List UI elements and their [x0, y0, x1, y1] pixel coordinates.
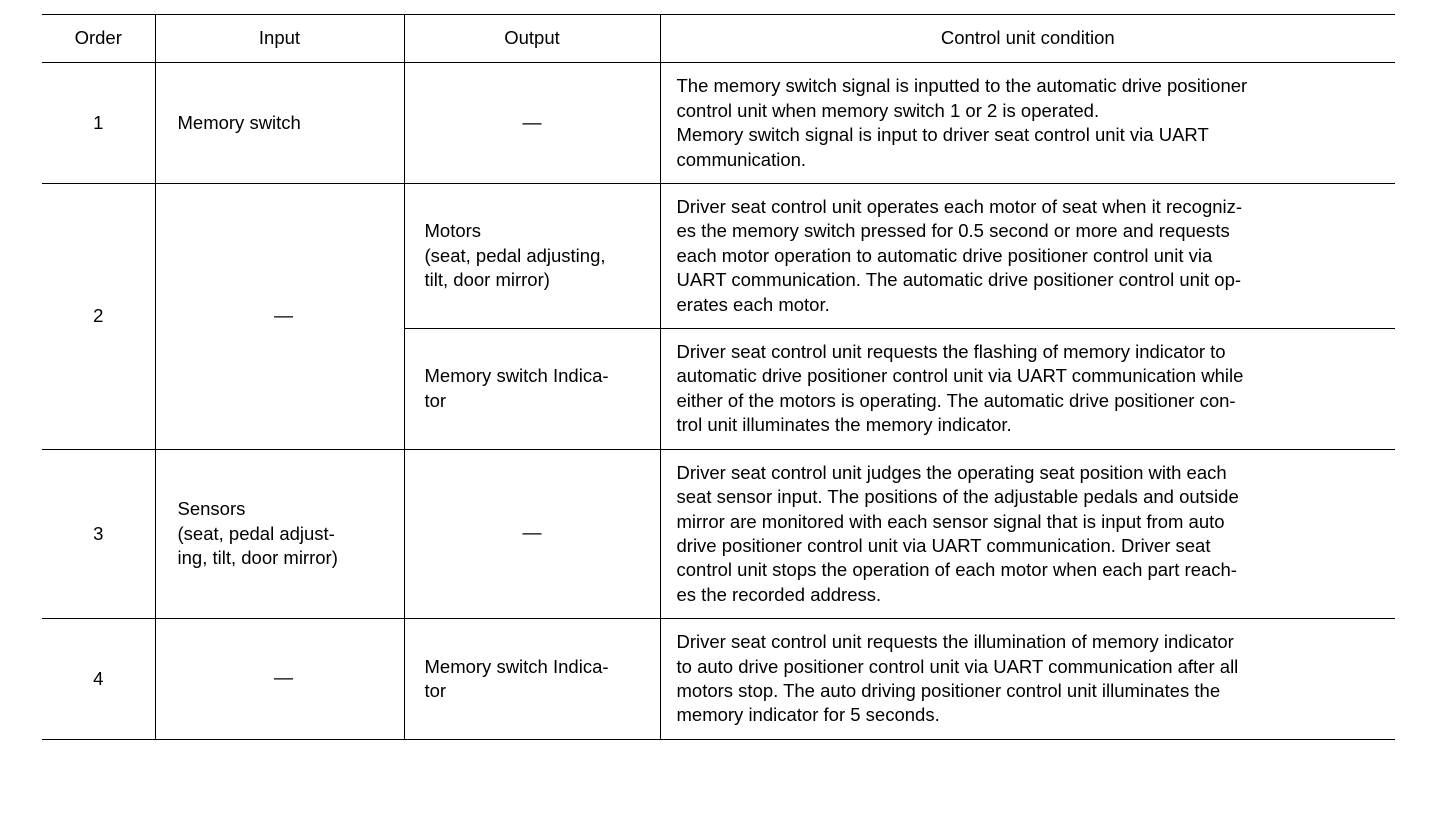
input-text: Sensors (seat, pedal adjust- ing, tilt, … — [156, 488, 404, 579]
output-text: Motors (seat, pedal adjusting, tilt, doo… — [405, 210, 660, 301]
condition-line: trol unit illuminates the memory indicat… — [676, 414, 1012, 436]
cell-condition: The memory switch signal is inputted to … — [659, 62, 1396, 185]
condition-text: Driver seat control unit requests the il… — [661, 619, 1396, 739]
output-text: Memory switch Indica- tor — [405, 355, 660, 422]
cell-output: — — [403, 448, 661, 620]
input-line: ing, tilt, door mirror) — [177, 547, 338, 569]
output-line: tor — [424, 679, 447, 701]
cell-condition: Driver seat control unit requests the il… — [659, 618, 1396, 740]
condition-line: Driver seat control unit requests the fl… — [676, 341, 1226, 363]
condition-line: to auto drive positioner control unit vi… — [676, 655, 1239, 677]
output-line: tor — [424, 389, 447, 411]
output-line: Motors — [424, 220, 482, 242]
output-line: tilt, door mirror) — [424, 269, 550, 291]
condition-line: UART communication. The automatic drive … — [676, 269, 1242, 291]
condition-line: Driver seat control unit requests the il… — [676, 631, 1234, 653]
cell-output: Memory switch Indica- tor — [404, 328, 661, 450]
condition-line: es the recorded address. — [676, 583, 882, 605]
input-value: — — [274, 305, 293, 327]
order-value: 3 — [93, 522, 104, 544]
output-text: Memory switch Indica- tor — [405, 646, 660, 713]
condition-line: drive positioner control unit via UART c… — [676, 534, 1211, 556]
column-header-order-label: Order — [74, 27, 122, 48]
condition-line: control unit when memory switch 1 or 2 i… — [676, 99, 1100, 121]
condition-line: motors stop. The auto driving positioner… — [676, 679, 1221, 701]
column-header-condition: Control unit condition — [659, 13, 1395, 64]
output-value: — — [522, 523, 542, 545]
condition-line: Driver seat control unit judges the oper… — [676, 461, 1227, 483]
cell-input: Memory switch — [154, 62, 405, 185]
cell-order: 2 — [42, 183, 156, 450]
column-header-order: Order — [42, 13, 156, 64]
condition-line: seat sensor input. The positions of the … — [676, 486, 1239, 508]
input-value: Memory switch — [177, 112, 301, 134]
column-header-input: Input — [154, 13, 405, 64]
output-line: (seat, pedal adjusting, — [424, 244, 606, 266]
cell-order: 3 — [42, 448, 156, 620]
column-header-input-label: Input — [258, 27, 301, 48]
condition-text: Driver seat control unit operates each m… — [661, 184, 1396, 328]
table-row: 4 — Memory switch Indica- tor Driver sea… — [42, 618, 1396, 740]
cell-order: 1 — [42, 62, 156, 185]
cell-condition: Driver seat control unit requests the fl… — [659, 328, 1396, 450]
condition-line: automatic drive positioner control unit … — [676, 365, 1244, 387]
condition-text: The memory switch signal is inputted to … — [661, 63, 1396, 183]
order-value: 4 — [93, 667, 104, 689]
cell-output: Memory switch Indica- tor — [403, 618, 661, 740]
condition-line: either of the motors is operating. The a… — [676, 389, 1236, 411]
cell-condition: Driver seat control unit operates each m… — [659, 183, 1396, 330]
output-line: Memory switch Indica- — [424, 365, 609, 387]
order-value: 1 — [93, 112, 104, 134]
table-header-row: Order Input Output Control unit conditio… — [42, 13, 1395, 64]
condition-text: Driver seat control unit requests the fl… — [661, 329, 1396, 449]
table-row: 2 — Motors (seat, pedal adjusting, tilt,… — [42, 183, 1396, 450]
input-line: Sensors — [177, 498, 246, 520]
input-line: (seat, pedal adjust- — [177, 522, 335, 544]
table-row: 3 Sensors (seat, pedal adjust- ing, tilt… — [42, 448, 1396, 620]
output-value: — — [522, 112, 542, 134]
cell-condition: Driver seat control unit judges the oper… — [659, 448, 1396, 620]
condition-line: The memory switch signal is inputted to … — [676, 75, 1248, 97]
table-row: Memory switch Indica- tor Driver seat co… — [42, 328, 1396, 450]
cell-order: 4 — [42, 618, 156, 740]
table-row: 1 Memory switch — The memory switch sign… — [42, 62, 1396, 185]
order-value: 2 — [93, 305, 104, 327]
condition-line: Driver seat control unit operates each m… — [676, 196, 1243, 218]
cell-input: — — [154, 183, 405, 450]
condition-line: communication. — [676, 148, 807, 170]
condition-line: Memory switch signal is input to driver … — [676, 124, 1209, 146]
column-header-output-label: Output — [504, 27, 560, 48]
condition-text: Driver seat control unit judges the oper… — [661, 450, 1396, 618]
cell-output: — — [403, 62, 661, 185]
control-sequence-table: Order Input Output Control unit conditio… — [42, 13, 1396, 740]
cell-input: — — [154, 618, 405, 740]
cell-input: Sensors (seat, pedal adjust- ing, tilt, … — [154, 448, 405, 620]
spec-table-container: Order Input Output Control unit conditio… — [42, 13, 1396, 740]
column-header-output: Output — [403, 13, 661, 64]
output-line: Memory switch Indica- — [424, 655, 609, 677]
condition-line: mirror are monitored with each sensor si… — [676, 510, 1225, 532]
condition-line: erates each motor. — [676, 293, 830, 315]
input-value: — — [274, 668, 293, 690]
condition-line: memory indicator for 5 seconds. — [676, 704, 940, 726]
condition-line: control unit stops the operation of each… — [676, 559, 1237, 581]
column-header-condition-label: Control unit condition — [940, 27, 1115, 48]
condition-line: each motor operation to automatic drive … — [676, 244, 1213, 266]
condition-line: es the memory switch pressed for 0.5 sec… — [676, 220, 1230, 242]
cell-output: Motors (seat, pedal adjusting, tilt, doo… — [403, 183, 661, 330]
